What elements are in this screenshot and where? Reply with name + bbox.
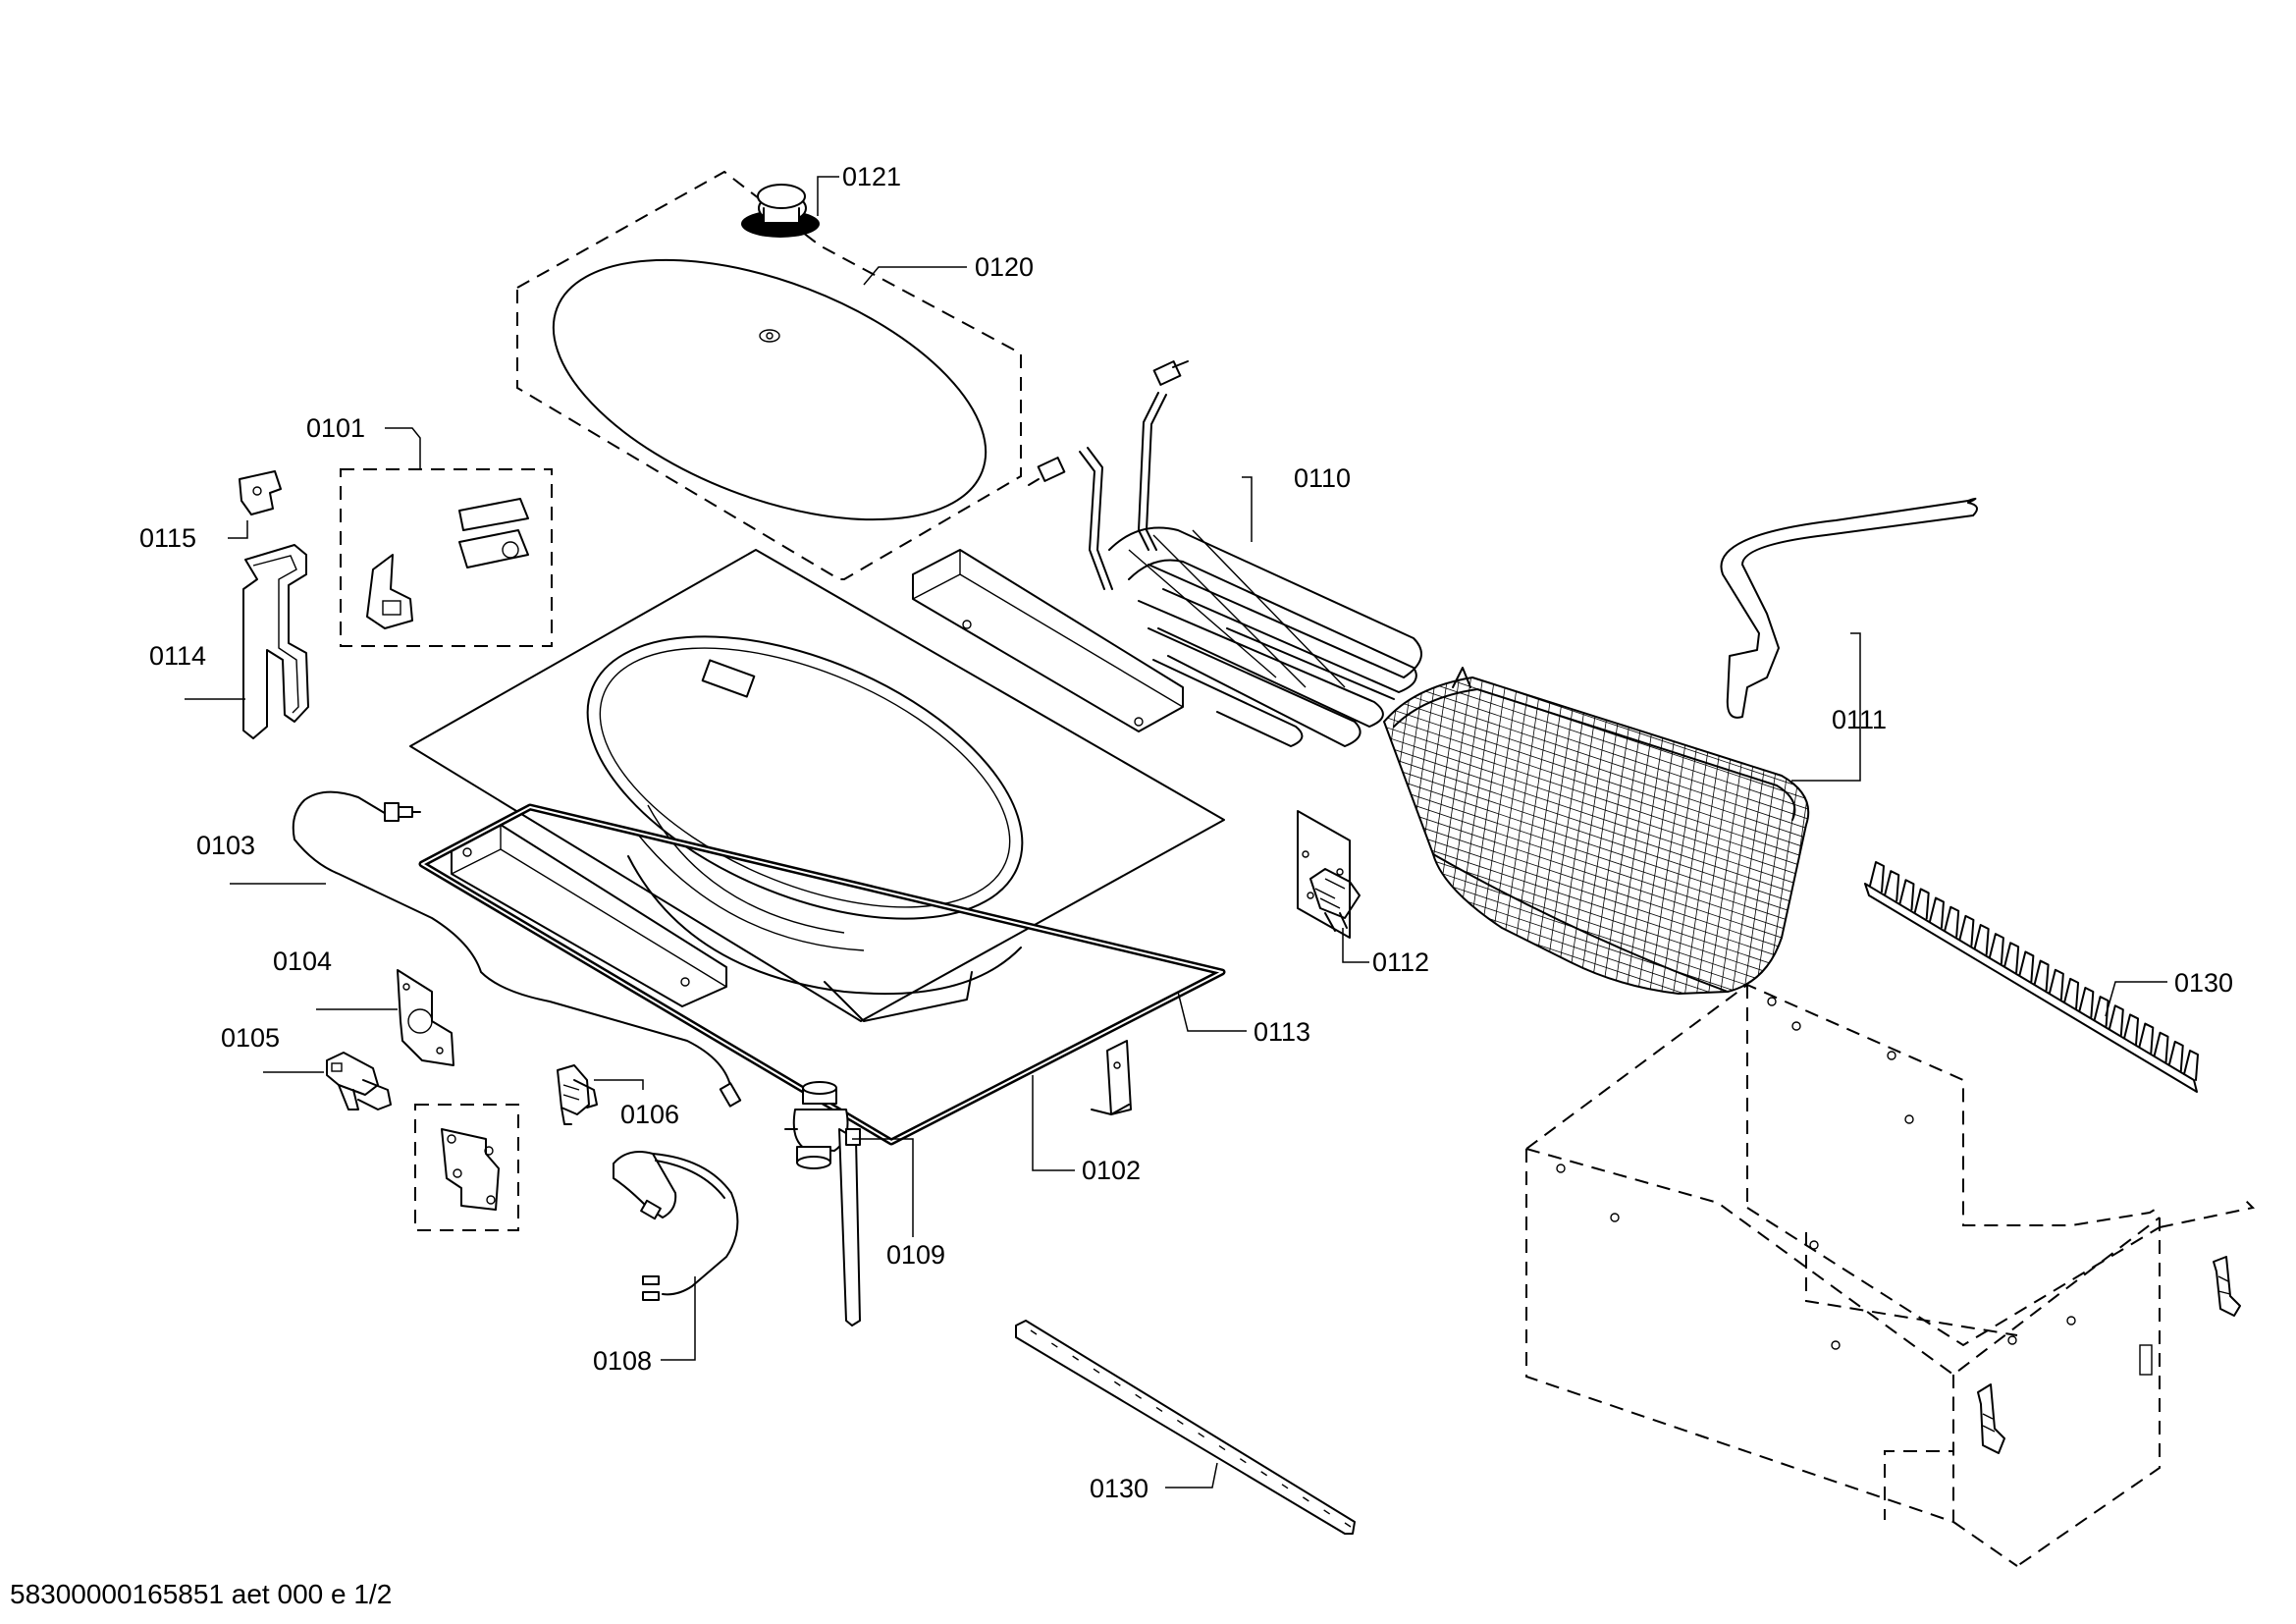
small-bracket [1091,1040,1132,1115]
label-0120: 0120 [975,252,1034,282]
gasket-0113 [418,803,1226,1146]
label-0111: 0111 [1832,705,1887,734]
basket-handle-0111 [1720,497,1978,719]
label-0110: 0110 [1294,463,1351,493]
lid-0120 [516,170,1022,580]
sensor-cable-0103 [292,790,742,1108]
label-0106: 0106 [620,1100,679,1129]
bracket-0104 [397,969,454,1066]
knob-0121 [741,184,820,238]
valve-0109 [784,1081,861,1326]
terminal-block-0112 [1297,810,1361,939]
label-0102: 0102 [1082,1156,1141,1185]
connector-0106 [557,1064,598,1125]
thermostat-cable-0108 [613,1151,739,1301]
switch-0105 [326,1052,392,1110]
label-0115: 0115 [139,523,196,553]
rail-bottom [451,824,727,1007]
switch-group-0101 [340,468,553,647]
label-0104: 0104 [273,947,332,976]
label-0103: 0103 [196,831,255,860]
rail-top [912,549,1184,732]
housing-box-dashed [1525,983,2256,1567]
label-0108: 0108 [593,1346,652,1376]
heating-element-0110 [1028,360,1422,747]
bracket-0114 [242,544,309,739]
label-0113: 0113 [1254,1017,1310,1047]
label-0112: 0112 [1372,947,1429,977]
label-0121: 0121 [842,162,901,191]
comb-strip-0130-top [1864,861,2199,1093]
mounting-plate-dashed [414,1104,519,1231]
label-0130-top: 0130 [2174,968,2233,998]
label-0130-bottom: 0130 [1090,1474,1148,1503]
clip-0115 [239,470,282,515]
label-0114: 0114 [149,641,206,671]
label-0105: 0105 [221,1023,280,1053]
label-0109: 0109 [886,1240,945,1270]
leader-lines [185,176,2167,1489]
label-0101: 0101 [306,413,365,443]
part-labels: 0121 0120 0101 0115 0114 0110 0111 0103 … [139,162,2233,1503]
cooktop-plate [409,549,1225,1022]
drawing-code: 58300000165851 aet 000 e 1/2 [10,1579,392,1609]
comb-strip-0130-bottom [1015,1320,1356,1535]
